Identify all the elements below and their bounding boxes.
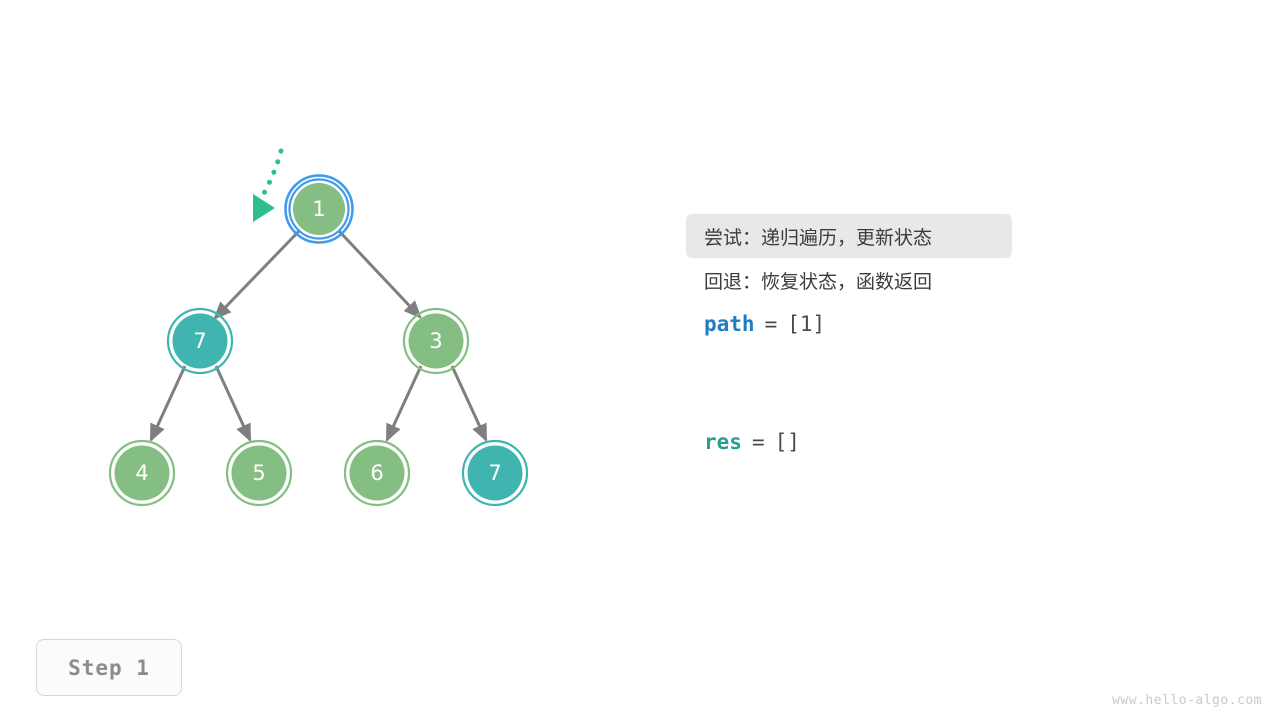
tree-node-3[interactable]: 3 [402, 307, 470, 375]
variable-value-res: [] [774, 430, 800, 454]
node-value-label: 7 [488, 461, 501, 485]
variable-name-res: res [704, 430, 742, 454]
node-fill [172, 313, 228, 369]
recursion-entry-pointer [253, 148, 284, 222]
node-ring [402, 307, 470, 375]
node-ring [461, 439, 529, 507]
watermark-text: www.hello-algo.com [1112, 693, 1262, 708]
panel-spacer [686, 346, 1086, 420]
algorithm-state-panel: 尝试：递归遍历，更新状态 回退：恢复状态，函数返回 path = [1] res = [… [686, 214, 1086, 464]
edge-1-to-3 [337, 229, 422, 319]
state-row-try-keyword: 尝试： [704, 226, 762, 249]
tree-nodes: 1 7 3 4 5 [108, 174, 529, 507]
node-fill [349, 445, 405, 501]
tree-node-1[interactable]: 1 [284, 174, 354, 244]
tree-edges [149, 228, 488, 443]
node-value-label: 4 [135, 461, 148, 485]
node-ring [108, 439, 176, 507]
edge-1-to-7 [213, 228, 302, 320]
state-row-try-text: 递归遍历，更新状态 [761, 226, 933, 249]
node-fill [293, 183, 345, 235]
node-highlight-ring [284, 174, 354, 244]
edge-7-to-5 [214, 365, 252, 443]
node-ring [343, 439, 411, 507]
node-value-label: 5 [252, 461, 265, 485]
tree-node-7-right[interactable]: 7 [461, 439, 529, 507]
step-badge: Step 1 [36, 639, 182, 696]
node-value-label: 6 [370, 461, 383, 485]
tree-node-5[interactable]: 5 [225, 439, 293, 507]
state-row-backtrack-keyword: 回退： [704, 270, 762, 293]
node-value-label: 3 [429, 329, 442, 353]
variable-operator-path: = [764, 312, 778, 336]
node-value-label: 7 [193, 329, 206, 353]
tree-node-4[interactable]: 4 [108, 439, 176, 507]
step-badge-label: Step 1 [68, 655, 150, 680]
variable-row-path: path = [1] [686, 302, 1086, 346]
state-row-backtrack: 回退：恢复状态，函数返回 [686, 258, 1086, 302]
node-ring [225, 439, 293, 507]
pointer-arrowhead-icon [253, 194, 275, 222]
edge-3-to-6 [385, 365, 423, 443]
state-row-backtrack-text: 恢复状态，函数返回 [761, 270, 933, 293]
tree-node-6[interactable]: 6 [343, 439, 411, 507]
variable-row-res: res = [] [686, 420, 1086, 464]
edge-3-to-7 [450, 365, 488, 443]
pointer-dotted-path [259, 148, 284, 200]
node-fill [231, 445, 287, 501]
variable-name-path: path [704, 312, 755, 336]
tree-node-7-left[interactable]: 7 [166, 307, 234, 375]
site-watermark: www.hello-algo.com [1112, 693, 1262, 708]
node-fill [467, 445, 523, 501]
state-row-try: 尝试：递归遍历，更新状态 [686, 214, 1012, 258]
variable-value-path: [1] [787, 312, 826, 336]
edge-7-to-4 [149, 365, 187, 443]
binary-tree-diagram: 1 7 3 4 5 [108, 148, 529, 507]
node-fill [114, 445, 170, 501]
node-inner-ring [288, 178, 350, 240]
variable-operator-res: = [751, 430, 765, 454]
node-ring [166, 307, 234, 375]
node-fill [408, 313, 464, 369]
node-value-label: 1 [312, 197, 325, 221]
